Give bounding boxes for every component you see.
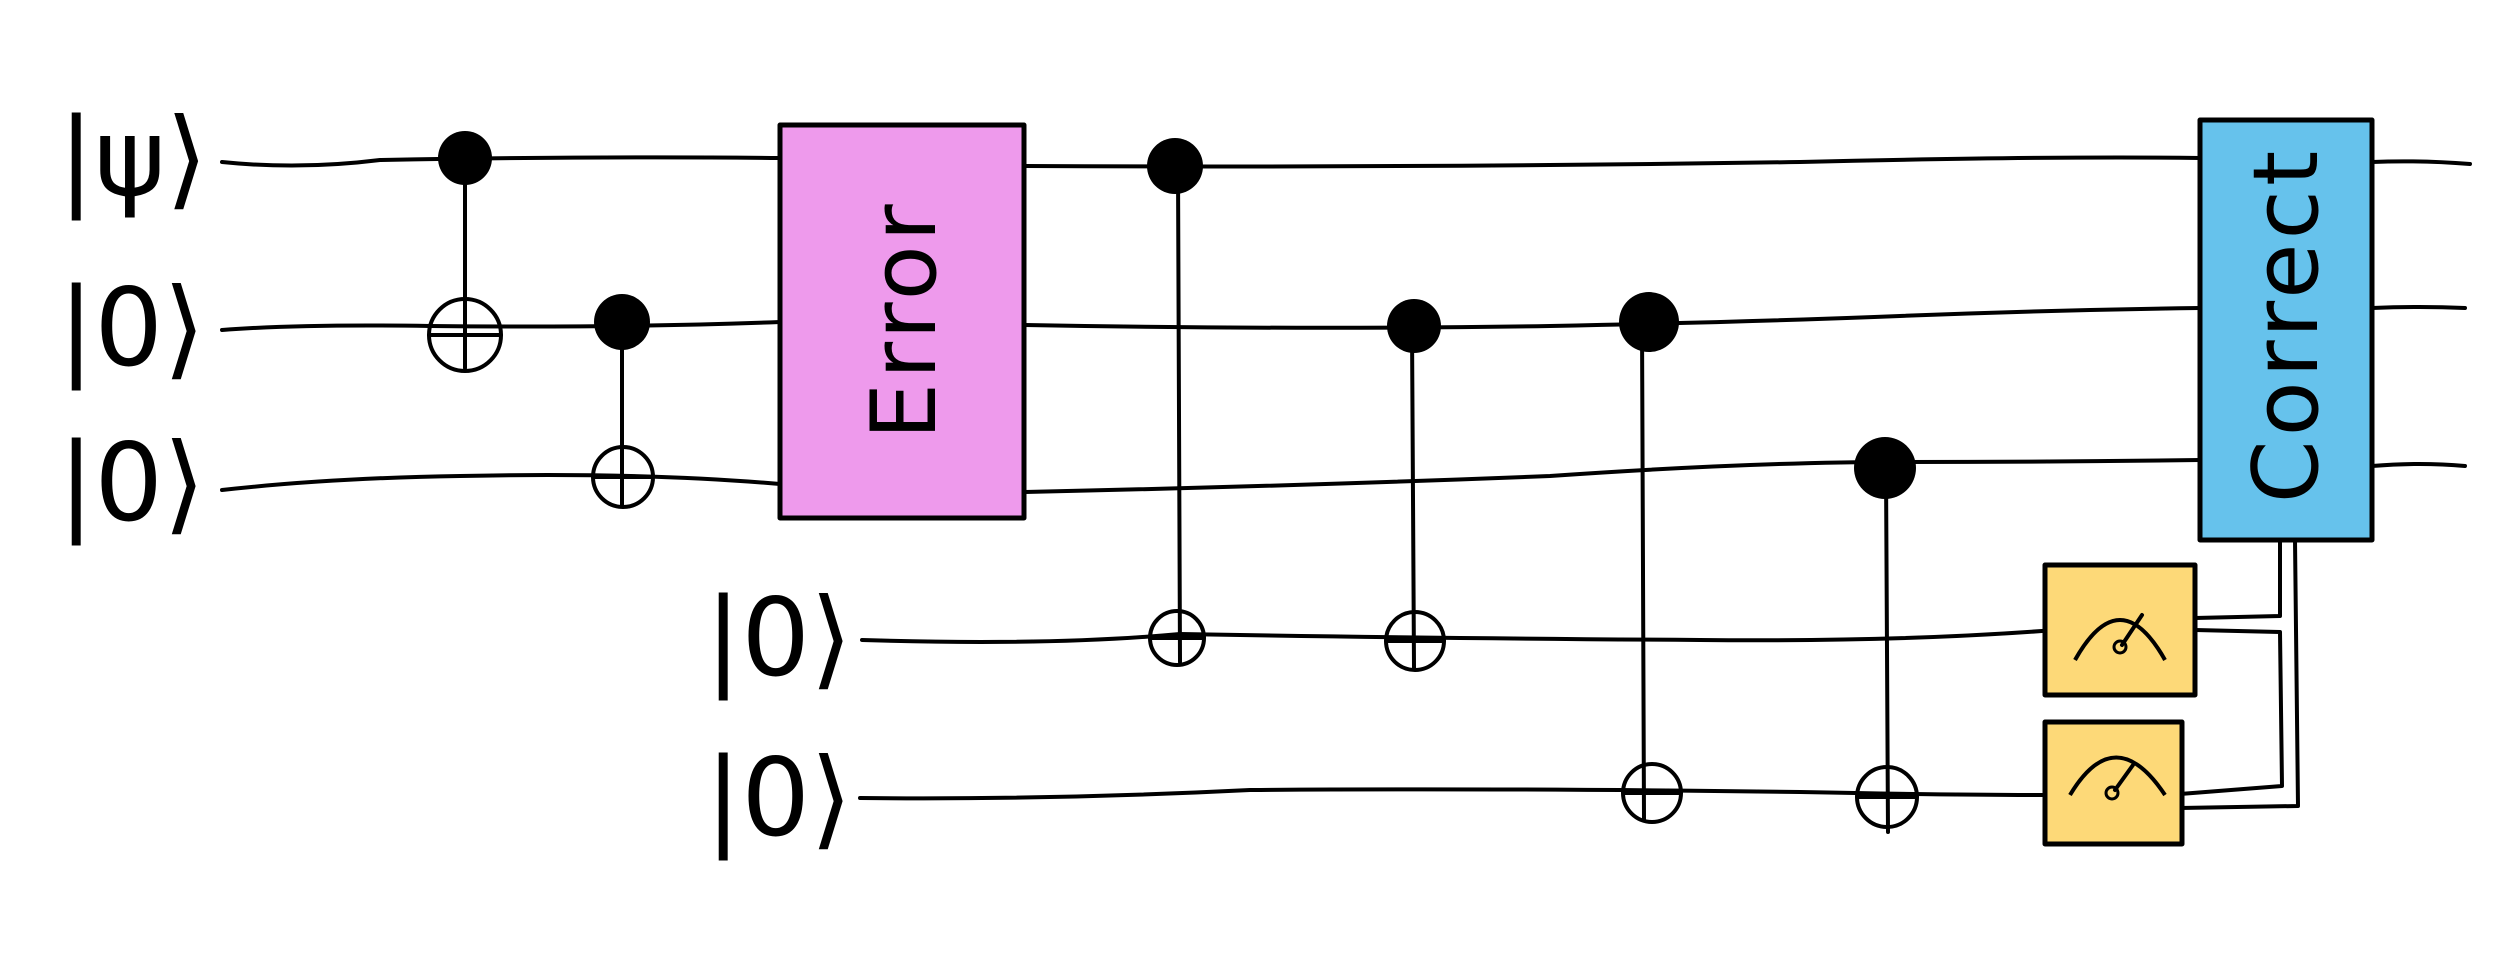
cnot2-control-dot: [594, 294, 650, 350]
input-ket-q1: |0⟩: [58, 266, 205, 391]
input-ket-ancilla-0: |0⟩: [705, 576, 852, 701]
wire-ancilla-0: [860, 628, 2057, 644]
cnot4-link: [1410, 326, 1416, 670]
cnot4-control-dot: [1387, 299, 1441, 353]
input-ket-psi: |ψ⟩: [58, 96, 208, 221]
classical-wire-1: [2178, 538, 2284, 796]
error-gate: [777, 122, 1027, 521]
wire-ancilla-1: [858, 787, 2052, 801]
cnot3-control-dot: [1147, 138, 1203, 194]
cnot5-control-dot: [1619, 292, 1679, 352]
cnot6-link: [1884, 468, 1890, 834]
correct-gate-label: Correct: [2234, 147, 2339, 504]
input-ket-q2: |0⟩: [58, 421, 205, 546]
measurement-gate-1: [2042, 562, 2198, 698]
cnot3-link: [1176, 166, 1182, 664]
wire-q2: [220, 458, 2467, 494]
input-ket-ancilla-1: |0⟩: [705, 736, 852, 861]
measurement-gate-2: [2042, 719, 2185, 847]
cnot6-control-dot: [1854, 437, 1916, 499]
cnot1-control-dot: [438, 131, 492, 185]
classical-wire-2: [2178, 538, 2300, 810]
error-gate-label: Error: [852, 200, 957, 439]
correct-gate: [2197, 117, 2375, 543]
cnot5-link: [1640, 320, 1646, 822]
wire-q1: [220, 305, 2467, 332]
wire-q0: [220, 155, 2472, 169]
